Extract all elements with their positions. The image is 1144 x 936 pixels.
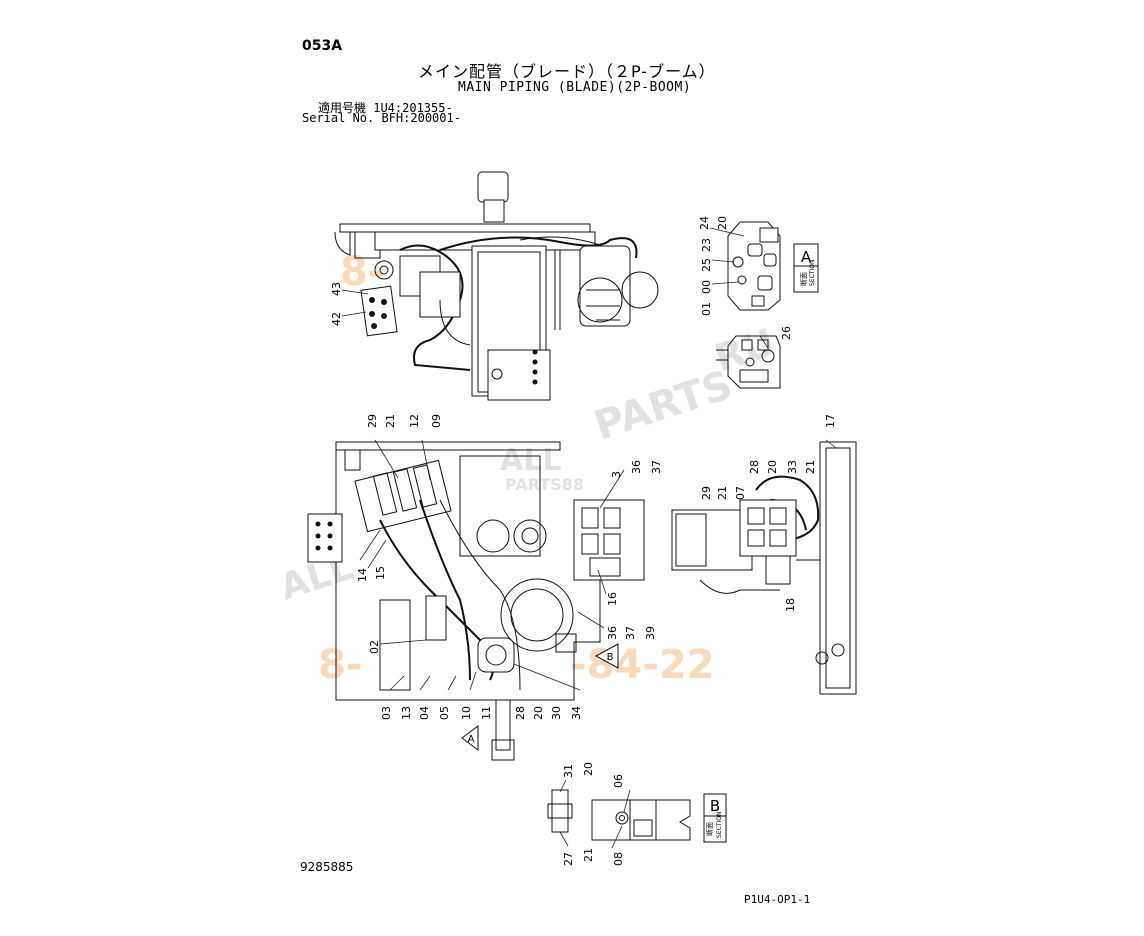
- callout-20d: 20: [582, 762, 595, 776]
- callout-30: 30: [550, 706, 563, 720]
- callout-28: 28: [748, 460, 761, 474]
- callout-36: 36: [630, 460, 643, 474]
- callout-11: 11: [480, 706, 493, 720]
- callout-00: 00: [700, 280, 713, 294]
- callout-34: 34: [570, 706, 583, 720]
- callout-43: 43: [330, 282, 343, 296]
- callout-numbers: 43 42 24 20 23 25 00 01 26 29 21 12 09 3…: [330, 216, 837, 866]
- callout-03: 03: [380, 706, 393, 720]
- callout-36b: 36: [606, 626, 619, 640]
- callout-13: 13: [400, 706, 413, 720]
- watermark-phone-top: 8-: [340, 249, 384, 295]
- callout-29: 29: [366, 414, 379, 428]
- section-a-kanji: 断面: [799, 272, 808, 286]
- section-a-label-box: A 断面 SECTION: [793, 243, 819, 293]
- callout-01: 01: [700, 302, 713, 316]
- callout-14: 14: [356, 568, 369, 582]
- callout-24: 24: [698, 216, 711, 230]
- callout-21: 21: [384, 414, 397, 428]
- callout-16: 16: [606, 592, 619, 606]
- callout-33: 33: [786, 460, 799, 474]
- callout-26: 26: [780, 326, 793, 340]
- title-japanese: メイン配管（ブレード）（２P-ブーム）: [418, 62, 716, 81]
- callout-21d: 21: [582, 848, 595, 862]
- title-english: MAIN PIPING (BLADE)(2P-BOOM): [458, 80, 692, 95]
- callout-07: 07: [734, 486, 747, 500]
- callout-12: 12: [408, 414, 421, 428]
- top-main-piping-view: [334, 171, 659, 401]
- page-reference-code: P1U4-OP1-1: [744, 893, 811, 906]
- callout-20b: 20: [766, 460, 779, 474]
- section-b-letter: B: [710, 797, 720, 815]
- watermark-phone-bottom-a: 8-: [318, 642, 362, 688]
- callout-20c: 20: [532, 706, 545, 720]
- middle-right-piping-view: [671, 441, 857, 695]
- callout-08: 08: [612, 852, 625, 866]
- section-b-marker-letter: B: [607, 652, 614, 663]
- callout-09: 09: [430, 414, 443, 428]
- section-b-label-box: B 断面 SECTION: [703, 793, 727, 843]
- callout-leaders: [341, 227, 837, 849]
- serial-number: Serial No. BFH:200001-: [302, 111, 461, 125]
- callout-10: 10: [460, 706, 473, 720]
- callout-20: 20: [716, 216, 729, 230]
- callout-21b: 21: [804, 460, 817, 474]
- callout-06: 06: [612, 774, 625, 788]
- callout-37b: 37: [624, 626, 637, 640]
- callout-39: 39: [644, 626, 657, 640]
- watermark-parts: PARTS: [589, 362, 738, 450]
- callout-05: 05: [438, 706, 451, 720]
- callout-28b: 28: [514, 706, 527, 720]
- applicable-serial-jp: 適用号機 1U4:201355-: [318, 101, 453, 115]
- section-b-marker: B: [594, 643, 619, 669]
- section-a-letter: A: [801, 248, 812, 266]
- watermark-all-b: ALL: [500, 443, 561, 478]
- callout-04: 04: [418, 706, 431, 720]
- watermark-parts88: PARTS88: [505, 475, 584, 494]
- callout-42: 42: [330, 312, 343, 326]
- bottom-detail-view: [547, 789, 691, 841]
- callout-23: 23: [700, 238, 713, 252]
- callout-21c: 21: [716, 486, 729, 500]
- section-a-marker-letter: A: [468, 734, 475, 745]
- callout-3: 3: [610, 471, 623, 478]
- callout-15: 15: [374, 566, 387, 580]
- page-code-label: 053A: [302, 38, 343, 54]
- callout-31: 31: [562, 764, 575, 778]
- callout-17: 17: [824, 414, 837, 428]
- watermark-phone-bottom-b: -84-22: [570, 642, 715, 688]
- callout-27: 27: [562, 852, 575, 866]
- callout-37: 37: [650, 460, 663, 474]
- section-b-word: SECTION: [716, 812, 723, 838]
- section-a-marker: A: [461, 725, 479, 751]
- drawing-number: 9285885: [300, 860, 354, 874]
- callout-18: 18: [784, 598, 797, 612]
- callout-25: 25: [700, 258, 713, 272]
- middle-main-piping-view: [307, 441, 645, 761]
- callout-29b: 29: [700, 486, 713, 500]
- section-b-kanji: 断面: [705, 822, 714, 836]
- section-a-word: SECTION: [809, 260, 816, 286]
- callout-02: 02: [368, 640, 381, 654]
